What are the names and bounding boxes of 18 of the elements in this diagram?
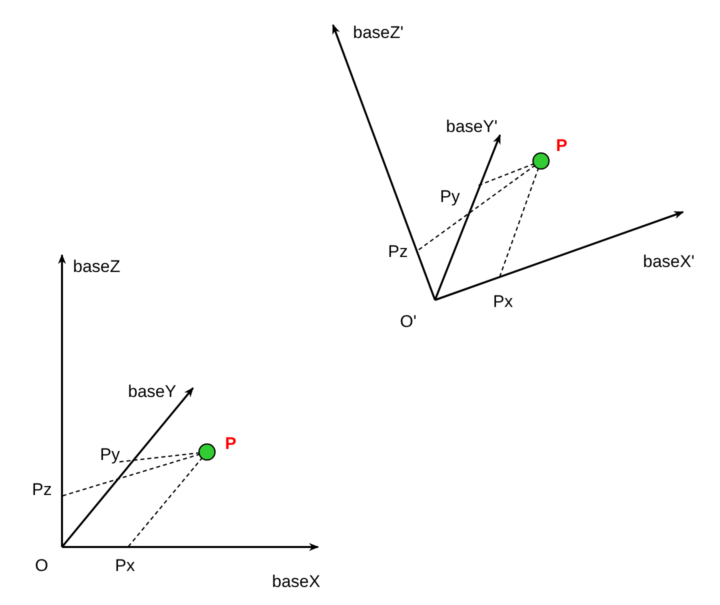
axis-label: baseZ' [353, 24, 404, 41]
axis-label: baseZ [73, 258, 120, 275]
projection-label: Px [493, 293, 513, 310]
point-label: P [556, 137, 568, 154]
projection-label: Pz [32, 481, 52, 498]
origin-label: O [35, 557, 48, 574]
axis-label: baseX [272, 573, 320, 590]
projection-label: Px [115, 557, 135, 574]
axis-label: baseY' [446, 118, 498, 135]
projection-label: Pz [388, 243, 408, 260]
point-label: P [225, 435, 236, 452]
projection-label: Py [440, 188, 460, 205]
point-marker [198, 443, 216, 461]
axis-label: baseX' [643, 253, 694, 270]
point-marker [532, 152, 550, 170]
origin-label: O' [400, 313, 416, 330]
projection-label: Py [100, 446, 120, 463]
axis-label: baseY [128, 383, 176, 400]
